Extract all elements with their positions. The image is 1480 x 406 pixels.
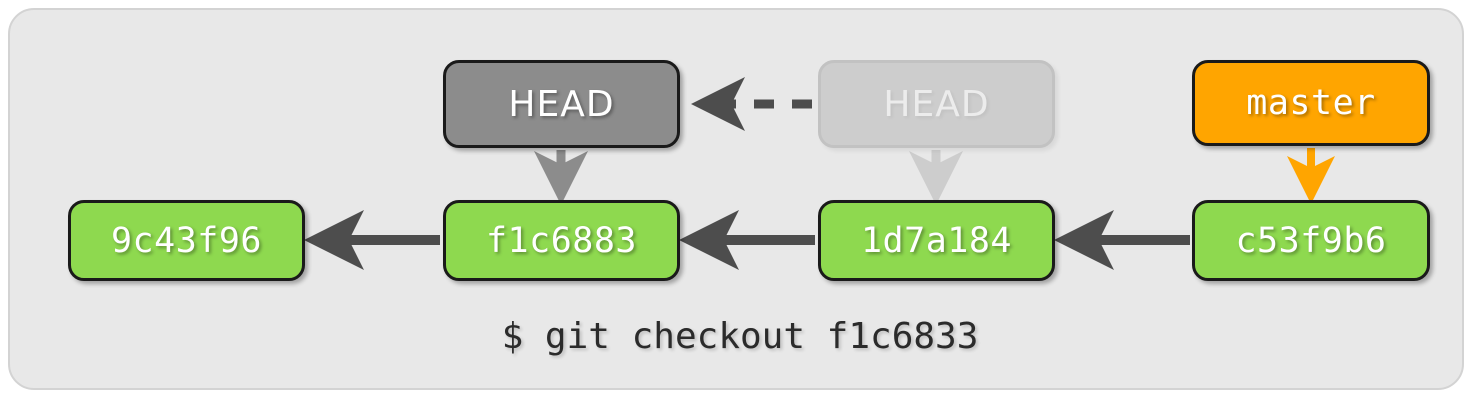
commit-node-c53f9b6[interactable]: c53f9b6 [1192,200,1430,281]
head-pointer-previous: HEAD [818,60,1055,148]
branch-label-master[interactable]: master [1192,60,1430,146]
head-pointer-current[interactable]: HEAD [443,60,680,148]
commit-node-9c43f96[interactable]: 9c43f96 [68,200,305,281]
commit-node-f1c6883[interactable]: f1c6883 [443,200,680,281]
command-caption: $ git checkout f1c6833 [501,316,979,357]
commit-node-1d7a184[interactable]: 1d7a184 [818,200,1055,281]
